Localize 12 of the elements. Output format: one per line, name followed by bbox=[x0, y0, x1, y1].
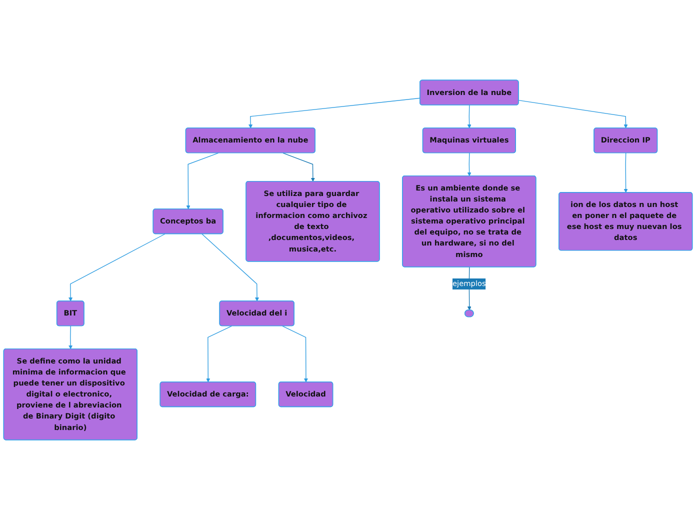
arrow bbox=[282, 326, 308, 382]
arrow bbox=[202, 234, 260, 302]
arrow bbox=[68, 234, 166, 302]
arrow bbox=[624, 152, 628, 193]
arrow bbox=[206, 326, 232, 382]
arrow bbox=[68, 326, 73, 350]
arrow bbox=[282, 152, 315, 182]
arrow bbox=[248, 98, 420, 128]
arrow bbox=[467, 152, 472, 176]
arrow bbox=[518, 100, 628, 128]
arrow bbox=[186, 152, 219, 210]
arrow bbox=[467, 104, 472, 128]
